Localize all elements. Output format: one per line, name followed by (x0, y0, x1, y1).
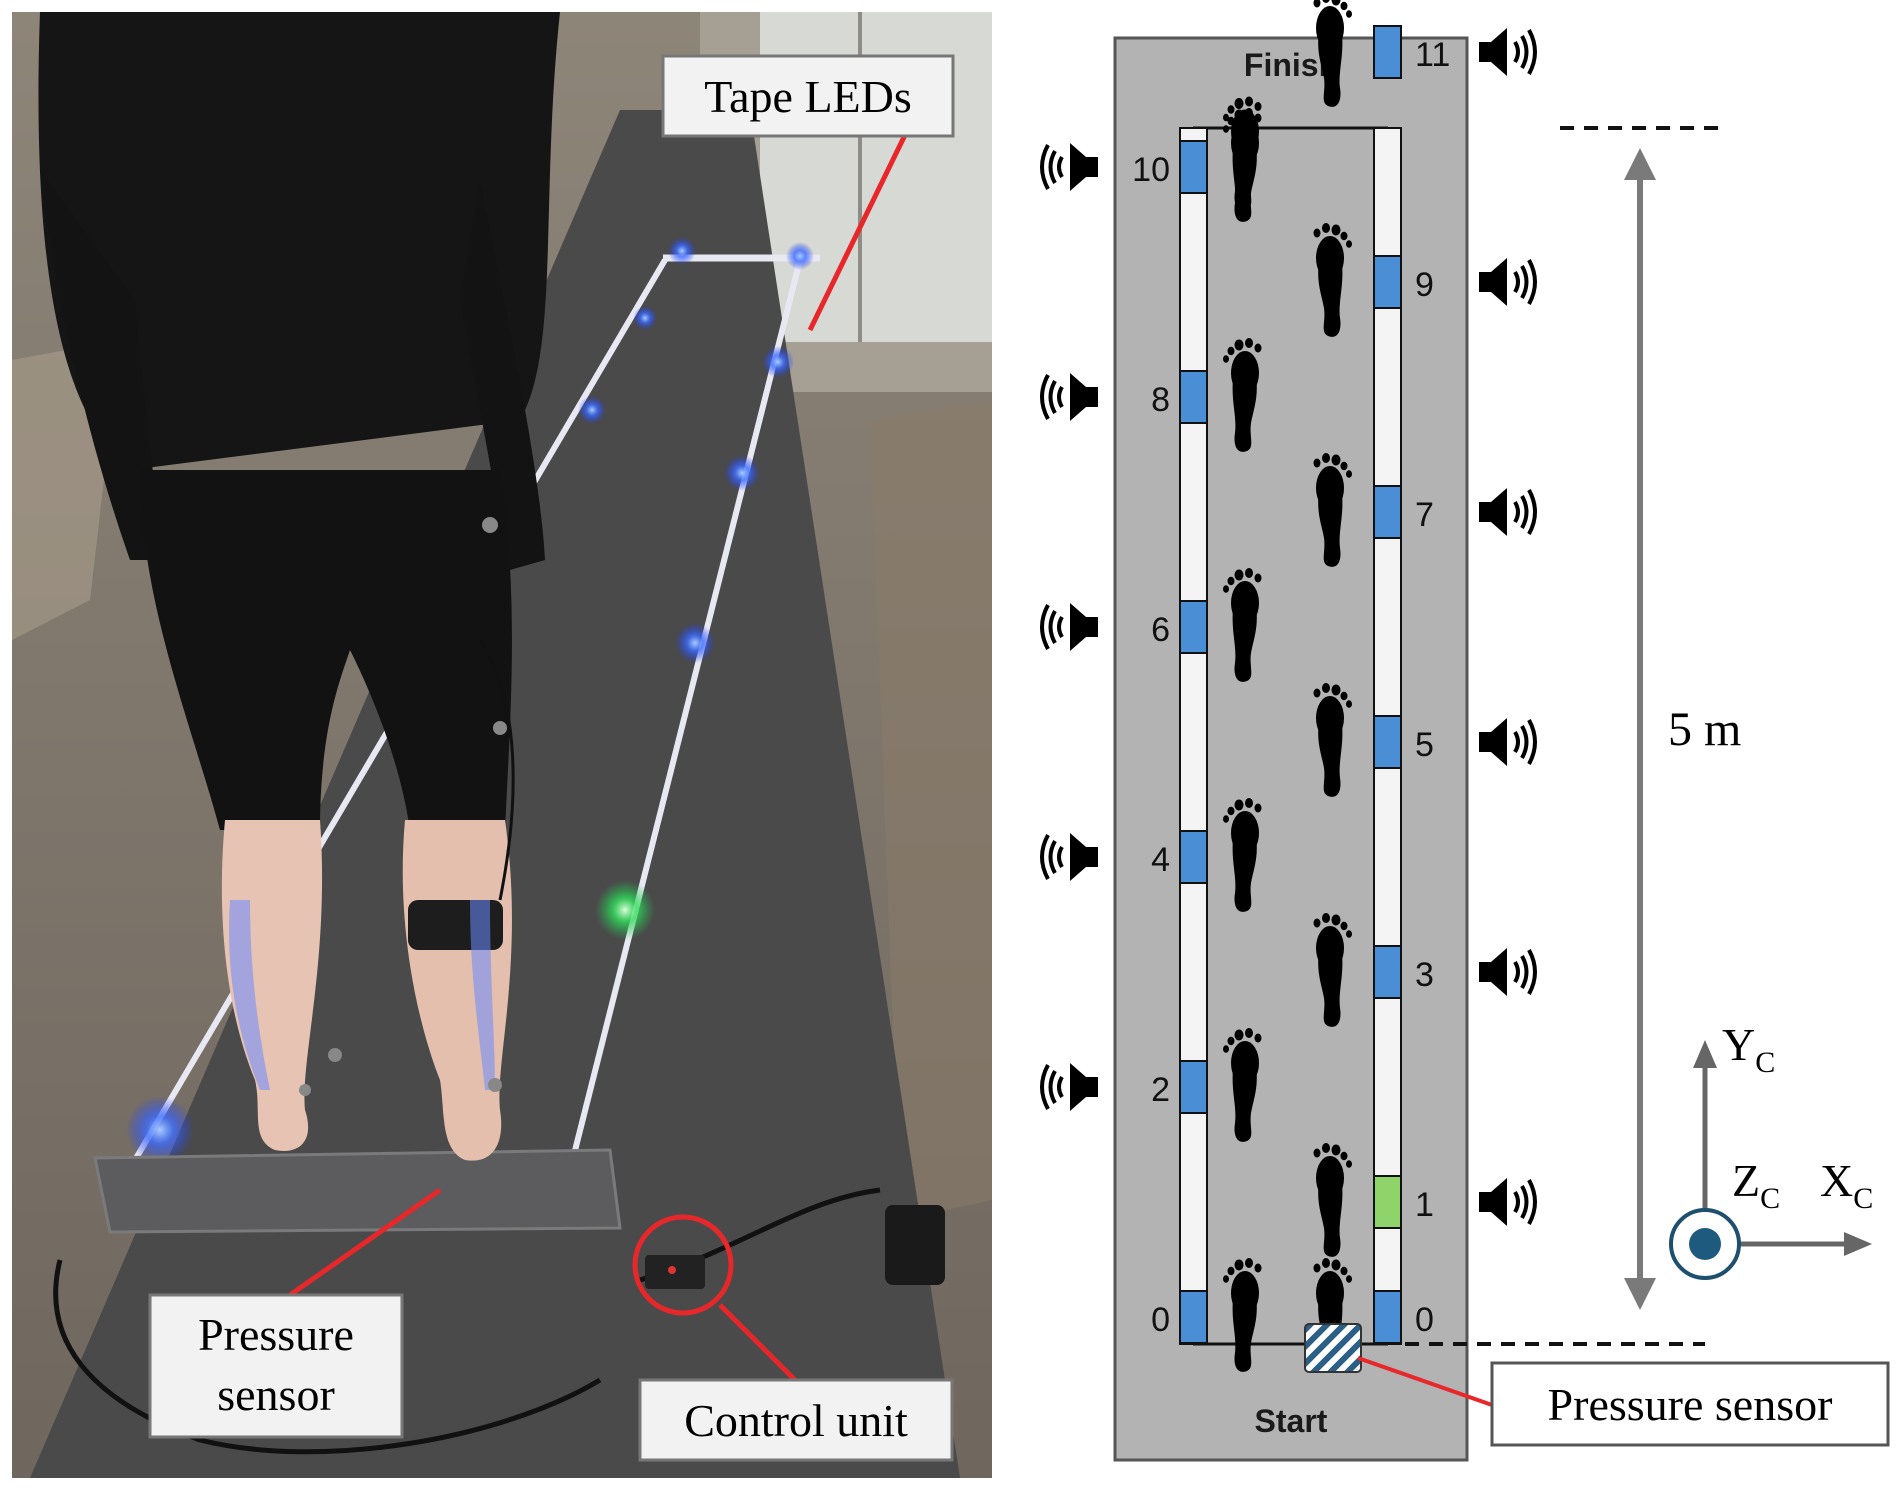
speaker-icon (1477, 946, 1537, 998)
control-unit-label-box: Control unit (638, 1378, 954, 1462)
marker-label-left-0: 0 (1151, 1301, 1170, 1339)
speaker-icon (1040, 371, 1100, 423)
pressure-label-line1: Pressure (198, 1309, 354, 1360)
led-segment-left-2 (1179, 1060, 1208, 1114)
speaker-icon (1040, 141, 1100, 193)
led-strip-left-diagram (1179, 127, 1208, 1345)
pressure-sensor-callout (1357, 1356, 1493, 1407)
z-axis-label: ZC (1732, 1155, 1780, 1215)
marker-label-right-1: 1 (1415, 1186, 1434, 1224)
pressure-sensor-icon (1304, 1323, 1362, 1373)
led-segment-right-7 (1373, 485, 1402, 539)
distance-label: 5 m (1668, 703, 1741, 756)
control-unit-circle (632, 1214, 734, 1316)
marker-label-left-8: 8 (1151, 381, 1170, 419)
led-segment-left-6 (1179, 600, 1208, 654)
marker-label-right-3: 3 (1415, 956, 1434, 994)
led-segment-left-4 (1179, 830, 1208, 884)
photo-panel: Tape LEDs Pressure sensor Control unit (12, 12, 992, 1478)
led-segment-right-1 (1373, 1175, 1402, 1229)
pressure-sensor-label-box: Pressure sensor (1490, 1361, 1890, 1447)
marker-label-right-0: 0 (1415, 1301, 1434, 1339)
x-axis-label: XC (1820, 1155, 1873, 1215)
marker-label-left-6: 6 (1151, 611, 1170, 649)
pressure-label-line2: sensor (217, 1369, 335, 1420)
photo-tape-bar (93, 1148, 622, 1234)
speaker-icon (1040, 831, 1100, 883)
led-strip-right (562, 259, 803, 1191)
pressure-sensor-callout-line (288, 1187, 442, 1298)
speaker-icon (1477, 716, 1537, 768)
coordinate-axes: YC ZC XC (1669, 1019, 1873, 1280)
marker-label-left-10: 10 (1132, 151, 1170, 189)
control-unit-callout-line (718, 1303, 802, 1387)
led-segment-right-11 (1373, 25, 1402, 79)
led-segment-right-5 (1373, 715, 1402, 769)
led-segments (1179, 25, 1402, 1344)
distance-arrow (1624, 148, 1656, 1310)
pressure-label-box: Pressure sensor (148, 1293, 404, 1439)
marker-label-right-7: 7 (1415, 496, 1434, 534)
led-segment-left-8 (1179, 370, 1208, 424)
photo-power-bank (885, 1205, 945, 1285)
marker-label-right-11: 11 (1415, 36, 1450, 74)
led-segment-right-9 (1373, 255, 1402, 309)
control-unit-label: Control unit (684, 1395, 908, 1446)
led-segment-right-0 (1373, 1290, 1402, 1344)
speaker-icon (1477, 1176, 1537, 1228)
tape-leds-label-box: Tape LEDs (661, 54, 955, 138)
marker-label-right-9: 9 (1415, 266, 1434, 304)
tape-leds-label: Tape LEDs (704, 71, 912, 122)
led-segment-right-3 (1373, 945, 1402, 999)
led-segment-left-0 (1179, 1290, 1208, 1344)
marker-label-left-2: 2 (1151, 1071, 1170, 1109)
z-axis-dot (1689, 1228, 1721, 1260)
y-axis-label: YC (1722, 1019, 1775, 1079)
speaker-icon (1040, 1061, 1100, 1113)
speaker-icon (1477, 256, 1537, 308)
pressure-sensor-label: Pressure sensor (1548, 1379, 1833, 1430)
tape-leds-callout-line (807, 133, 908, 332)
led-segment-left-10 (1179, 140, 1208, 194)
speaker-icon (1040, 601, 1100, 653)
walkway-panel (1113, 36, 1469, 1462)
marker-label-right-5: 5 (1415, 726, 1434, 764)
photo-person (38, 12, 560, 1161)
speaker-icon (1477, 486, 1537, 538)
start-label: Start (1255, 1403, 1328, 1439)
marker-label-left-4: 4 (1151, 841, 1170, 879)
speaker-icon (1477, 26, 1537, 78)
